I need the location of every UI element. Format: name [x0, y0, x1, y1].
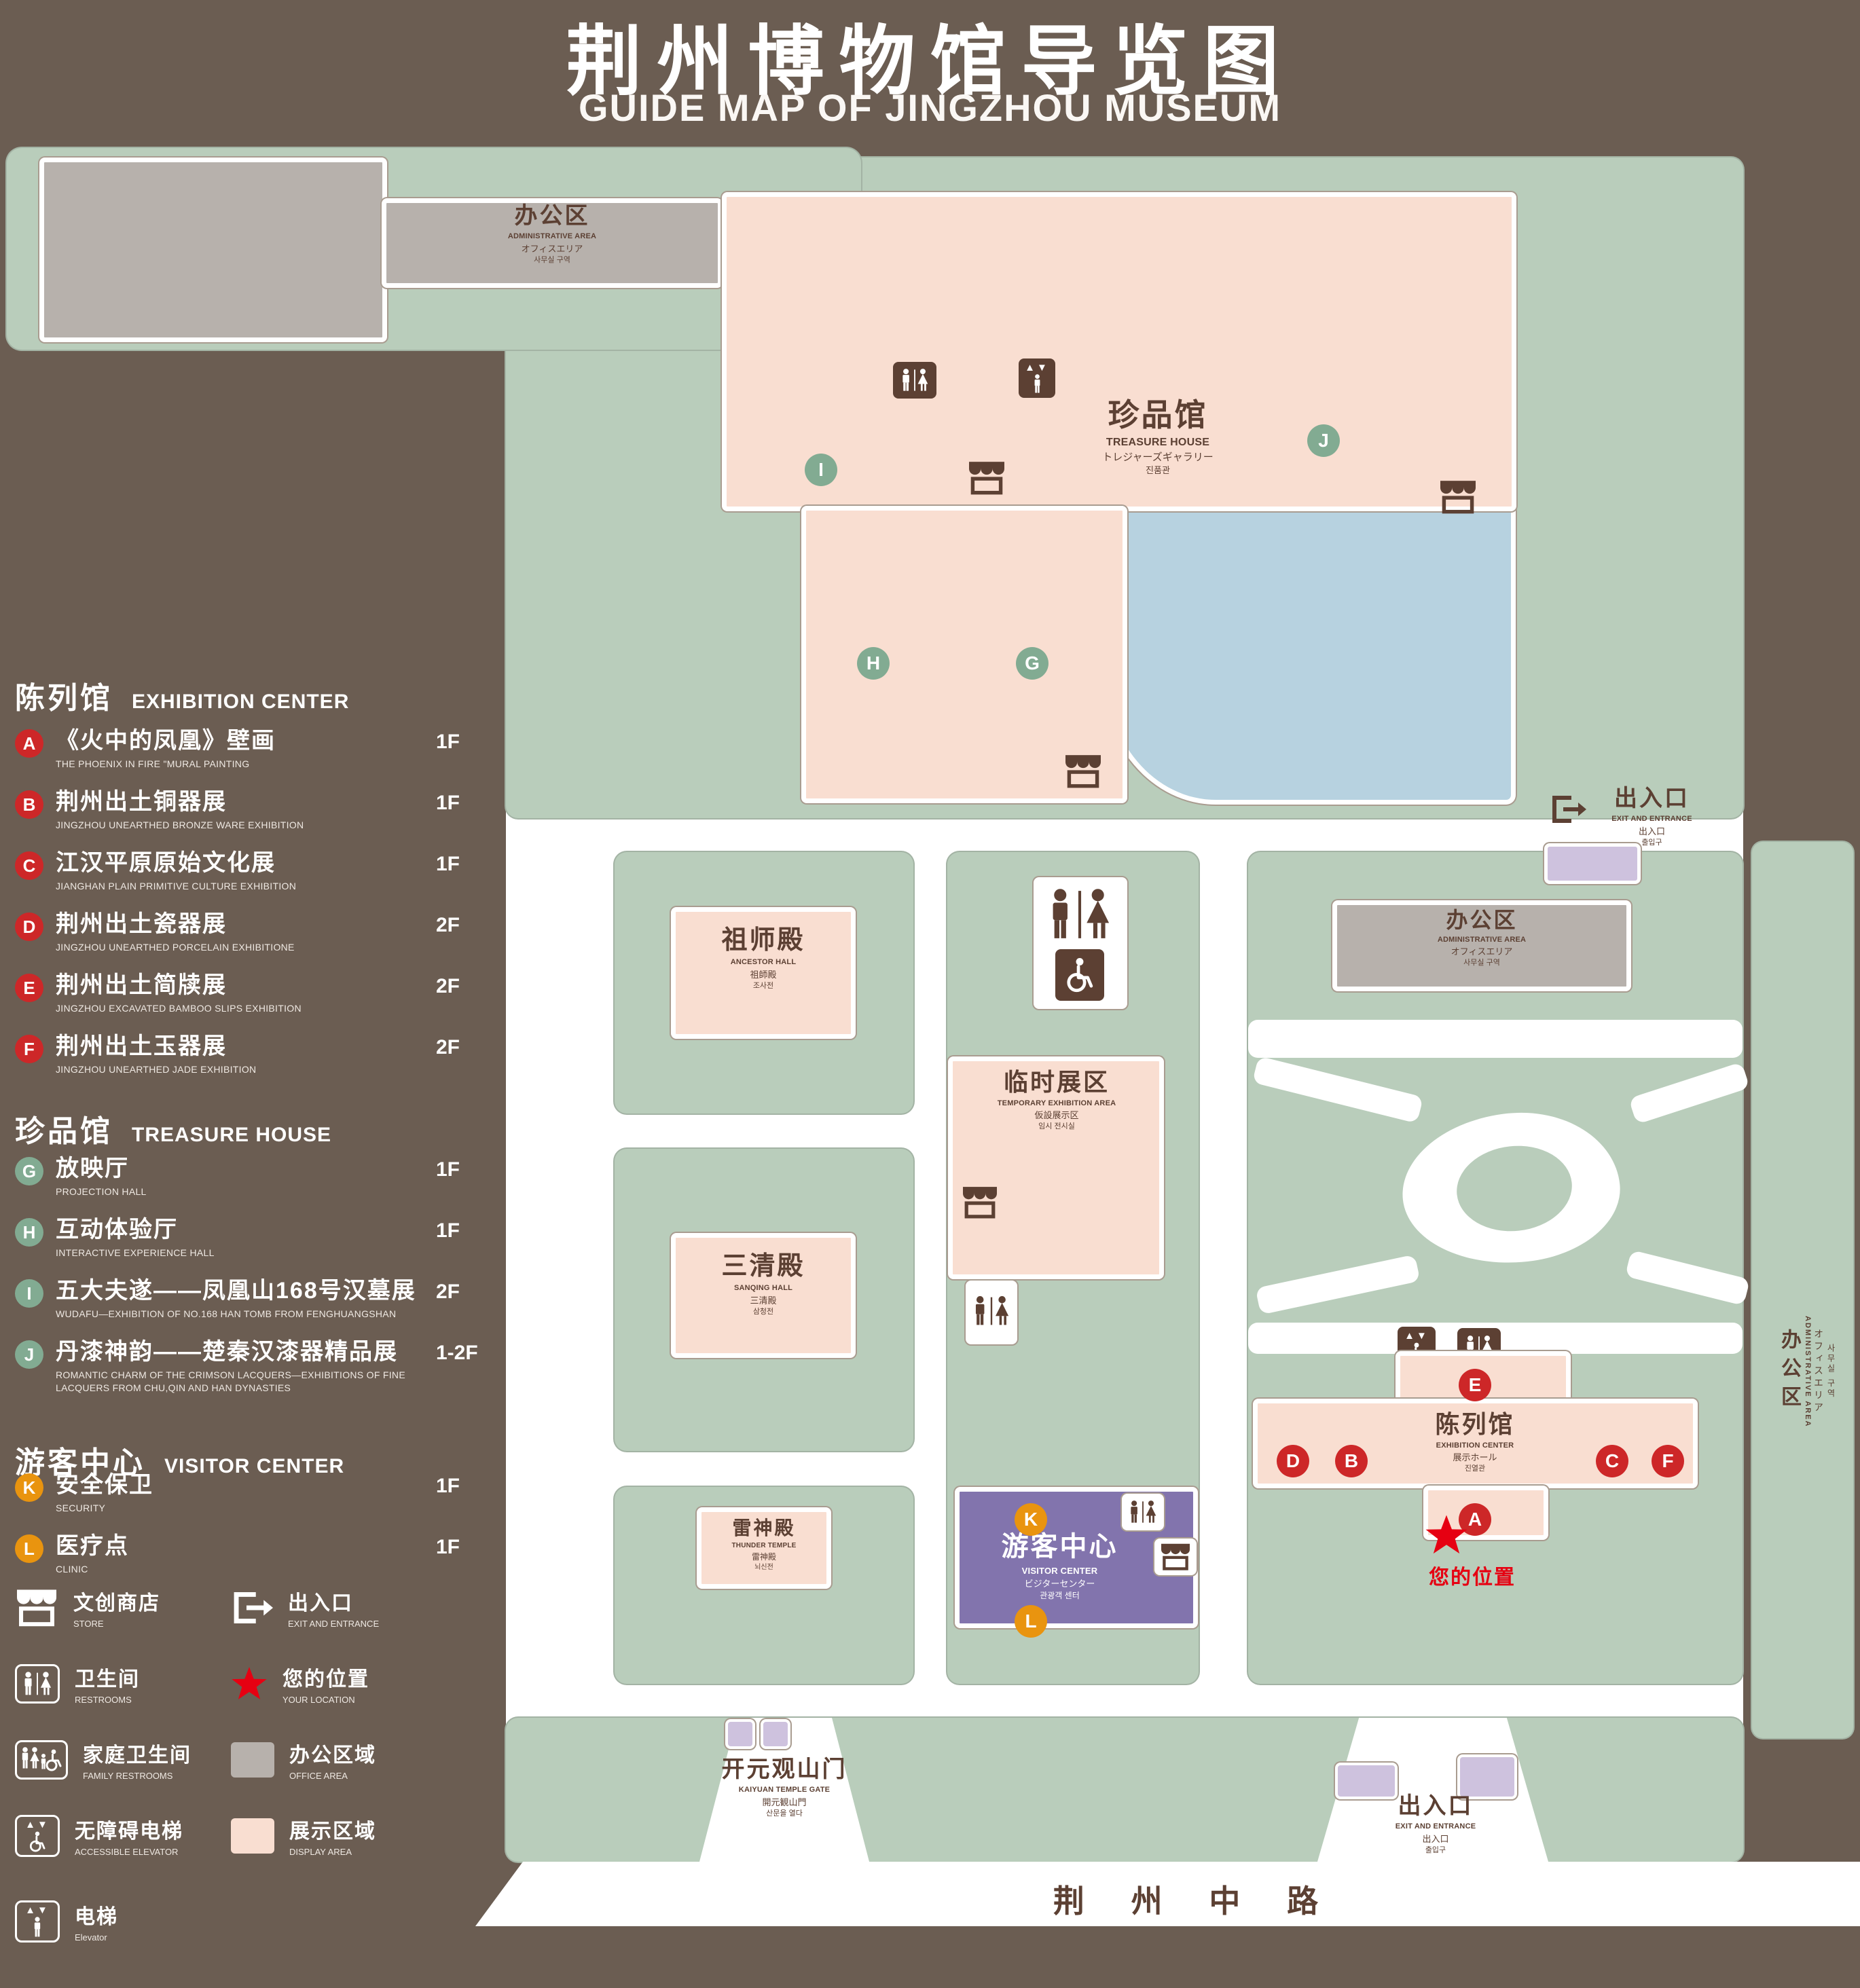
display-area-swatch — [231, 1818, 274, 1854]
admin-right-label: 办公区 ADMINISTRATIVE AREA オフィスエリア 사무실 구역 — [1437, 908, 1527, 968]
store-icon — [1438, 479, 1478, 515]
exhibition-center-label: 陈列馆 EXHIBITION CENTER 展示ホール 진열관 — [1435, 1410, 1515, 1473]
your-location-label: 您的位置 — [1429, 1566, 1516, 1589]
family-restroom-icon — [15, 1740, 68, 1780]
exhibition-center-building-main — [1253, 1399, 1698, 1488]
south-exit-building-east — [1457, 1754, 1517, 1799]
legend-section-visitor-center: 游客中心 VISITOR CENTER — [15, 1446, 345, 1479]
treasure-house-label: 珍品馆 TREASURE HOUSE トレジャーズギャラリー 진품관 — [1102, 397, 1214, 475]
accessible-elevator-icon: ▲▼ — [15, 1814, 60, 1857]
sanqing-hall-building — [671, 1233, 856, 1358]
restroom-icon — [1044, 888, 1115, 941]
store-icon — [15, 1588, 58, 1627]
restroom-icon — [15, 1663, 60, 1704]
pond — [1100, 501, 1516, 805]
map-marker-k: K — [1015, 1503, 1047, 1536]
map-marker-i: I — [805, 454, 837, 486]
restroom-icon — [971, 1294, 1012, 1328]
exit-bottom-label: 出入口 EXIT AND ENTRANCE 出入口 출입구 — [1395, 1793, 1476, 1854]
your-location-star-icon — [1425, 1514, 1468, 1556]
restroom-icon — [893, 362, 936, 399]
map-marker-h: H — [857, 647, 890, 680]
exit-icon — [231, 1590, 273, 1625]
store-icon — [1063, 754, 1103, 789]
elevator-icon: ▲▼ — [15, 1900, 60, 1943]
road-label: 荆 州 中 路 — [1053, 1883, 1338, 1919]
legend-section-treasure-house: 珍品馆 TREASURE HOUSE — [15, 1115, 332, 1148]
kaiyuan-gate-building-east — [761, 1719, 790, 1749]
kaiyuan-gate-label: 开元观山门 KAIYUAN TEMPLE GATE 開元観山門 산문을 열다 — [721, 1756, 847, 1818]
map-marker-l: L — [1015, 1605, 1047, 1638]
admin-strip-label: 办公区 ADMINISTRATIVE AREA オフィスエリア 사무실 구역 — [1778, 1315, 1836, 1428]
thunder-temple-label: 雷神殿 THUNDER TEMPLE 雷神殿 뇌신전 — [731, 1517, 797, 1571]
south-exit-building-west — [1335, 1763, 1398, 1799]
temporary-exhibition-label: 临时展区 TEMPORARY EXHIBITION AREA 仮設展示区 임시 … — [997, 1068, 1116, 1131]
page-title: 荆州博物馆导览图 — [566, 19, 1294, 104]
map-marker-d: D — [1277, 1445, 1309, 1477]
admin-building-topleft-west — [39, 158, 387, 342]
legend-section-exhibition-center: 陈列馆 EXHIBITION CENTER — [15, 682, 350, 715]
thunder-temple-building — [697, 1507, 831, 1589]
visitor-center-label: 游客中心 VISITOR CENTER ビジターセンター 관광객 센터 — [1001, 1532, 1118, 1600]
ancestor-hall-label: 祖师殿 ANCESTOR HALL 祖師殿 조사전 — [721, 926, 805, 990]
store-icon — [961, 1185, 999, 1219]
map-marker-e: E — [1459, 1369, 1491, 1401]
exit-icon — [1550, 794, 1586, 826]
treasure-house-building-main — [722, 192, 1516, 511]
map-marker-j: J — [1307, 424, 1340, 457]
grounds-bottom-strip — [506, 1718, 1743, 1862]
ancestor-hall-building — [671, 907, 856, 1039]
map-marker-c: C — [1596, 1445, 1628, 1477]
your-location-star-icon — [231, 1666, 268, 1701]
office-area-swatch — [231, 1742, 274, 1778]
map-marker-b: B — [1335, 1445, 1368, 1477]
store-icon — [1154, 1539, 1197, 1575]
map-marker-f: F — [1652, 1445, 1684, 1477]
store-icon — [967, 460, 1006, 496]
gate-building-topright — [1544, 843, 1641, 884]
restroom-icon — [1122, 1494, 1164, 1530]
admin-building-topleft-east — [382, 198, 723, 288]
sanqing-hall-label: 三清殿 SANQING HALL 三清殿 삼청전 — [721, 1252, 805, 1316]
road — [475, 1862, 1860, 1926]
accessible-restroom-icon — [1055, 949, 1104, 1001]
temporary-exhibition-building — [948, 1056, 1164, 1279]
elevator-icon: ▲▼ — [1019, 358, 1055, 398]
admin-building-right — [1332, 900, 1631, 991]
grounds-right-strip — [1752, 842, 1853, 1738]
map-marker-g: G — [1016, 647, 1048, 680]
treasure-house-building-wing — [801, 506, 1127, 803]
admin-topleft-label: 办公区 ADMINISTRATIVE AREA オフィスエリア 사무실 구역 — [507, 203, 597, 264]
kaiyuan-gate-building-west — [725, 1719, 755, 1749]
exit-top-label: 出入口 EXIT AND ENTRANCE 出入口 출입구 — [1611, 786, 1692, 847]
page-subtitle: GUIDE MAP OF JINGZHOU MUSEUM — [578, 86, 1281, 129]
path-horizontal-1 — [1248, 1020, 1743, 1058]
